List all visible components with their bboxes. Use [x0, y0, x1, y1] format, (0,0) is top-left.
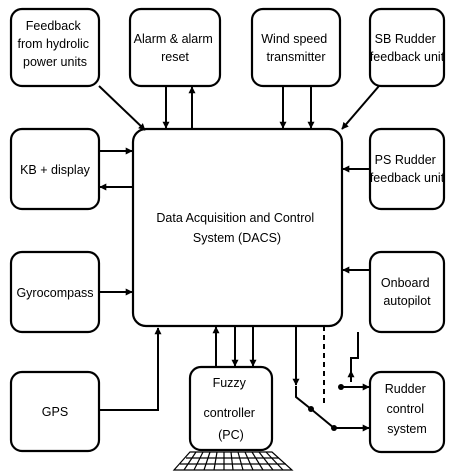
gyrocompass-label: Gyrocompass [16, 286, 93, 300]
dacs-box: Data Acquisition and Control System (DAC… [131, 127, 344, 328]
feedback-hydrolic-label: Feedback from hydrolic power units [17, 19, 92, 69]
gps-box: GPS [9, 370, 101, 453]
arrow-gps-to-dacs [99, 327, 162, 411]
ps-rudder-box: PS Rudder feedback unit [368, 127, 446, 211]
wind-speed-label: Wind speed transmitter [261, 32, 331, 64]
line-autopilot-to-switch [350, 332, 359, 382]
sb-rudder-box: SB Rudder feedback unit [368, 7, 446, 88]
fuzzy-controller-label: Fuzzy controller (PC) [204, 376, 259, 442]
kb-display-box: KB + display [9, 127, 101, 211]
onboard-autopilot-box: Onboard autopilot [368, 250, 446, 334]
onboard-autopilot-label: Onboard autopilot [381, 276, 433, 308]
arrow-sb-to-dacs [341, 85, 380, 130]
feedback-hydrolic-box: Feedback from hydrolic power units [9, 7, 101, 88]
dacs-label: Data Acquisition and Control System (DAC… [156, 211, 317, 245]
dot-switch-left [308, 406, 314, 412]
alarm-label: Alarm & alarm reset [134, 32, 217, 64]
junction-dots [308, 384, 344, 431]
line-switch-left [295, 386, 312, 410]
alarm-box: Alarm & alarm reset [128, 7, 222, 88]
kb-display-label: KB + display [20, 163, 91, 177]
dot-switch-right [331, 425, 337, 431]
fuzzy-controller-box: Fuzzy controller (PC) [188, 365, 274, 452]
connectors [98, 85, 380, 432]
keyboard-icon [172, 451, 294, 471]
wind-speed-box: Wind speed transmitter [250, 7, 342, 88]
dot-autopilot [338, 384, 344, 390]
ps-rudder-label: PS Rudder feedback unit [370, 153, 445, 185]
switch-blade [310, 408, 335, 429]
rudder-control-label: Rudder control system [385, 382, 429, 436]
gyrocompass-box: Gyrocompass [9, 250, 101, 334]
rudder-control-box: Rudder control system [368, 370, 446, 454]
arrow-feedback-to-dacs [98, 85, 146, 131]
sb-rudder-label: SB Rudder feedback unit [370, 32, 445, 64]
gps-label: GPS [42, 405, 68, 419]
